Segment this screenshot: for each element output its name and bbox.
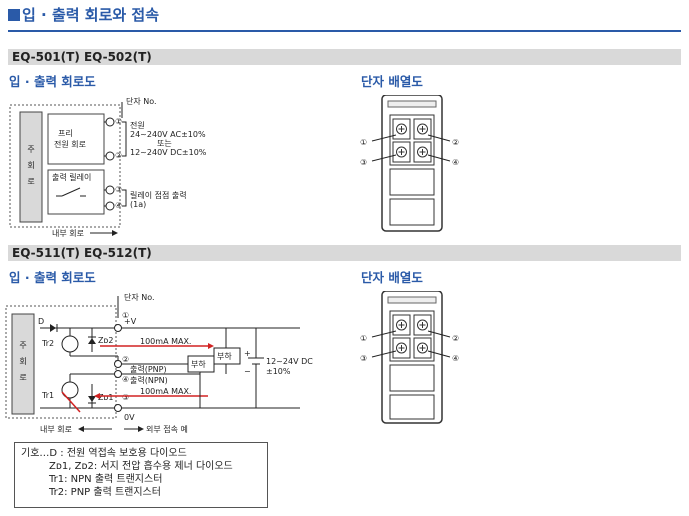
terminal-2-marker: ② (452, 138, 459, 147)
terminal-heading-2: 단자 배열도 (361, 270, 423, 285)
zero-v-label: 0V (124, 413, 135, 422)
terminal-3-out: ③ (122, 393, 129, 402)
legend-line-diode: 기호…D : 전원 역접속 보호용 다이오드 (21, 448, 187, 459)
symbol-legend: 기호…D : 전원 역접속 보호용 다이오드 Zᴅ1, Zᴅ2: 서지 전압 흡… (14, 442, 268, 508)
terminal-heading-1: 단자 배열도 (361, 74, 423, 89)
model-band-2: EQ-511(T) EQ-512(T) (8, 245, 681, 261)
supply-plus: + (244, 349, 251, 358)
terminal-2-out: ② (122, 355, 129, 364)
current-label-2: 100mA MAX. (140, 387, 191, 396)
terminal-layout-2: ① ② ③ ④ (360, 291, 459, 424)
current-label-1: 100mA MAX. (140, 337, 191, 346)
terminal-2-marker: ② (452, 334, 459, 343)
title-underline (8, 30, 681, 32)
terminal-no-label: 단자 No. (124, 292, 155, 302)
supply-voltage: 12~24V DC (266, 357, 313, 366)
power-or: 또는 (157, 139, 172, 148)
relay-label: 출력 릴레이 (52, 172, 91, 182)
legend-line-zener: Zᴅ1, Zᴅ2: 서지 전압 흡수용 제너 다이오드 (49, 461, 233, 472)
legend-line-tr1: Tr1: NPN 출력 트랜지스터 (49, 474, 163, 485)
io-heading-2: 입 · 출력 회로도 (9, 270, 96, 285)
terminal-no-label: 단자 No. (126, 96, 157, 106)
terminal-2-label: ② (115, 151, 122, 160)
free-power-label-1: 프리 (58, 129, 73, 138)
terminal-4-label: ④ (115, 201, 122, 210)
tr2-label: Tr2 (41, 339, 54, 348)
load-label-1: 부하 (191, 359, 206, 369)
terminal-1-marker: ① (360, 138, 367, 147)
output-pnp-label: 출력(PNP) (130, 364, 167, 374)
main-circuit-char-3: 로 (27, 177, 34, 186)
terminal-3-label: ③ (115, 185, 122, 194)
output-npn-label: 출력(NPN) (130, 375, 168, 385)
relay-output-type: (1a) (130, 200, 146, 209)
terminal-4-out: ④ (122, 375, 129, 384)
zd2-label: Zᴅ2 (98, 336, 113, 345)
title-square-icon (8, 8, 20, 21)
main-circuit-char-3: 로 (19, 373, 26, 382)
io-circuit-diagram-2: 주 회 로 D Tr2 Zᴅ2 Tr1 Zᴅ1 +V 0V ② ④ ① ③ 출력… (5, 292, 313, 434)
power-ac: 24~240V AC±10% (130, 130, 206, 139)
terminal-1-marker: ① (360, 334, 367, 343)
tr1-label: Tr1 (41, 391, 54, 400)
page-title-text: 입 · 출력 회로와 접속 (22, 6, 159, 24)
internal-circuit-label: 내부 회로 (40, 425, 72, 434)
free-power-label-2: 전원 회로 (54, 139, 86, 149)
diode-label: D (38, 317, 44, 326)
page-title: 입 · 출력 회로와 접속 (8, 4, 159, 25)
legend-line-tr2: Tr2: PNP 출력 트랜지스터 (49, 487, 161, 498)
load-label-2: 부하 (217, 351, 232, 361)
main-circuit-char-1: 주 (19, 341, 26, 350)
main-circuit-char-2: 회 (19, 357, 26, 366)
external-connection-label: 외부 접속 예 (146, 424, 188, 434)
relay-output-label: 릴레이 접점 출력 (130, 190, 187, 200)
plus-v-label: +V (124, 317, 137, 326)
main-circuit-char-1: 주 (27, 145, 34, 154)
terminal-4-marker: ④ (452, 354, 459, 363)
terminal-layout-1: ① ② ③ ④ (360, 95, 459, 232)
internal-circuit-label: 내부 회로 (52, 229, 84, 238)
main-circuit-char-2: 회 (27, 161, 34, 170)
io-circuit-diagram-1: 주 회 로 프리 전원 회로 출력 릴레이 ① ② ③ ④ 단자 No. 전원 … (9, 96, 207, 238)
model-band-1: EQ-501(T) EQ-502(T) (8, 49, 681, 65)
supply-tolerance: ±10% (266, 367, 291, 376)
io-heading-1: 입 · 출력 회로도 (9, 74, 96, 89)
power-dc: 12~240V DC±10% (130, 148, 207, 157)
terminal-1-label: ① (115, 117, 122, 126)
terminal-4-marker: ④ (452, 158, 459, 167)
terminal-3-marker: ③ (360, 354, 367, 363)
terminal-1-out: ① (122, 311, 129, 320)
zd1-label: Zᴅ1 (98, 393, 113, 402)
terminal-3-marker: ③ (360, 158, 367, 167)
supply-minus: − (244, 367, 251, 376)
power-label: 전원 (130, 120, 145, 130)
